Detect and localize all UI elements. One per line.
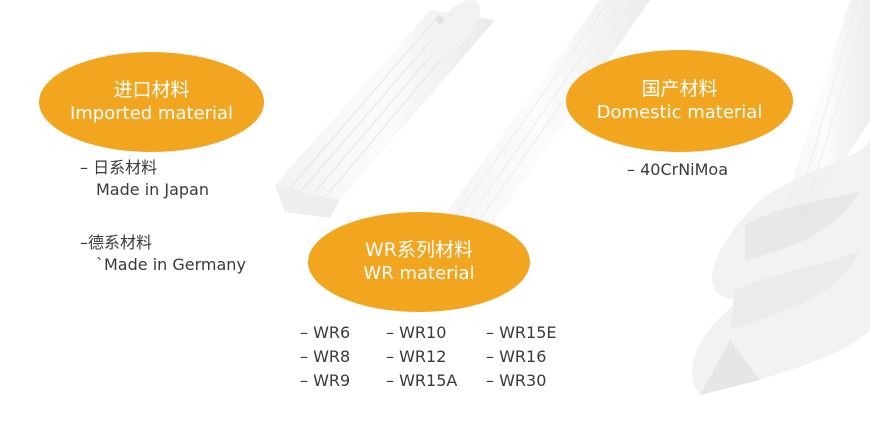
germany-material-item: –德系材料 `Made in Germany <box>80 232 246 276</box>
splined-shaft-left <box>275 0 495 218</box>
germany-material-en: `Made in Germany <box>96 255 246 274</box>
wr-material-badge: WR系列材料 WR material <box>308 212 530 312</box>
wr-grade-list: – WR6 – WR10 – WR15E – WR8 – WR12 – WR16… <box>300 322 570 392</box>
wr-grade-item: – WR30 <box>486 371 547 390</box>
imported-title-en: Imported material <box>69 102 234 124</box>
domestic-material-grade: – 40CrNiMoa <box>627 160 729 179</box>
wr-grade-item: – WR8 <box>300 347 351 366</box>
domestic-title-cn: 国产材料 <box>641 77 718 100</box>
germany-material-cn: –德系材料 <box>80 233 153 252</box>
wr-grade-item: – WR10 <box>386 323 447 342</box>
wr-title-en: WR material <box>363 262 475 284</box>
wr-grade-item: – WR12 <box>386 347 447 366</box>
domestic-material-item: – 40CrNiMoa <box>627 159 728 181</box>
domestic-title-en: Domestic material <box>596 101 763 123</box>
japan-material-cn: – 日系材料 <box>80 158 158 177</box>
wr-grade-item: – WR15E <box>486 323 557 342</box>
wr-grade-item: – WR16 <box>486 347 547 366</box>
wr-grade-item: – WR9 <box>300 371 351 390</box>
screw-element <box>692 140 870 395</box>
wr-grade-item: – WR15A <box>386 371 458 390</box>
domestic-material-badge: 国产材料 Domestic material <box>566 50 793 152</box>
imported-title-cn: 进口材料 <box>113 78 190 101</box>
japan-material-item: – 日系材料 Made in Japan <box>80 157 209 201</box>
wr-title-cn: WR系列材料 <box>365 238 473 261</box>
splined-shaft-middle <box>430 0 650 250</box>
japan-material-en: Made in Japan <box>96 180 209 199</box>
imported-material-badge: 进口材料 Imported material <box>39 52 264 152</box>
wr-grade-item: – WR6 <box>300 323 351 342</box>
